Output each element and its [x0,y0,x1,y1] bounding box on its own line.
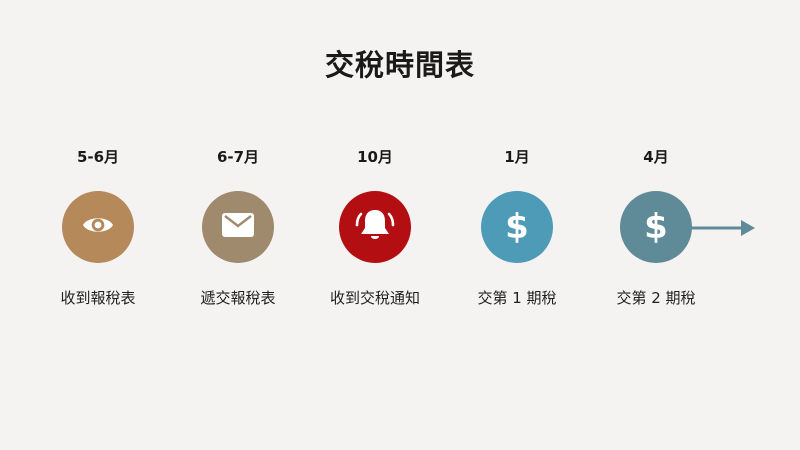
step-date: 5-6月 [76,148,120,166]
bell-icon [355,207,395,247]
step-date: 6-7月 [216,148,260,166]
page-title: 交稅時間表 [324,48,475,82]
timeline-line [130,220,755,236]
step-circle [202,191,274,263]
dollar-icon: $ [505,207,529,247]
step-date: 1月 [504,148,530,166]
step-label: 遞交報稅表 [200,289,276,307]
step-circle: $ [620,191,692,263]
step-date: 10月 [357,148,393,166]
step-circle [339,191,411,263]
step-label: 交第 2 期稅 [616,289,696,307]
mail-icon [222,213,254,241]
dollar-icon: $ [644,207,668,247]
step-date: 4月 [643,148,669,166]
step-label: 交第 1 期稅 [477,289,557,307]
arrow-head-icon [741,220,755,236]
step-circle: $ [481,191,553,263]
eye-icon [82,214,114,240]
step-circle [62,191,134,263]
step-label: 收到交稅通知 [329,289,420,307]
step-label: 收到報稅表 [60,289,136,307]
